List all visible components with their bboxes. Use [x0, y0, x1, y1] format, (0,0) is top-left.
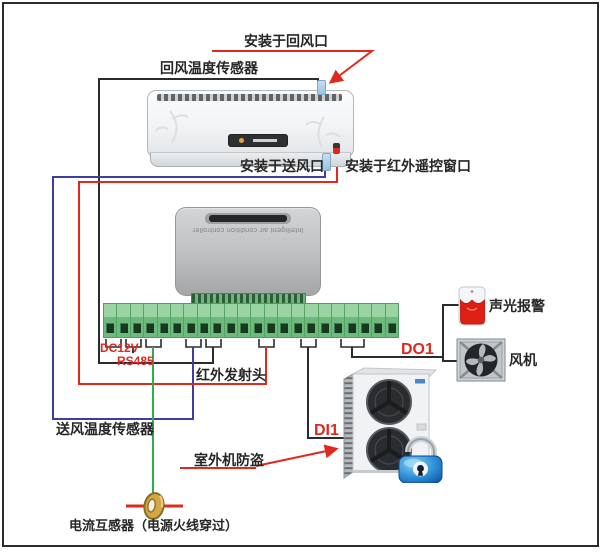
label-sound-light-alarm: 声光报警	[489, 298, 545, 314]
terminal-cell	[130, 304, 145, 337]
ir-emitter-icon	[333, 143, 340, 154]
terminal-cell	[372, 304, 386, 337]
terminal-cell	[331, 304, 346, 337]
terminal-cell	[345, 304, 359, 337]
outdoor-ac-unit	[343, 367, 443, 483]
ac-vent-grille	[157, 94, 342, 101]
padlock-icon	[398, 436, 443, 483]
siren-icon	[458, 286, 486, 326]
return-air-sensor-icon	[317, 80, 326, 95]
terminal-cell	[358, 304, 373, 337]
terminal-cell	[291, 304, 306, 337]
terminal-strip-cells	[103, 303, 399, 338]
label-install-supply-air: 安装于送风口	[240, 158, 324, 174]
terminal-cell	[144, 304, 158, 337]
terminal-cell	[251, 304, 265, 337]
label-do1: DO1	[401, 341, 434, 358]
label-outdoor-anti-theft: 室外机防盗	[194, 452, 264, 468]
terminal-cell	[318, 304, 332, 337]
label-install-ir-window: 安装于红外遥控窗口	[345, 158, 471, 174]
terminal-cell	[104, 304, 118, 337]
terminal-cell	[157, 304, 172, 337]
terminal-cell	[197, 304, 212, 337]
terminal-cell	[184, 304, 198, 337]
label-return-air-temp-sensor: 回风温度传感器	[160, 60, 258, 76]
terminal-cell	[385, 304, 398, 337]
label-ir-emitter: 红外发射头	[196, 367, 266, 383]
indoor-ac-unit	[147, 90, 354, 158]
label-install-return-air: 安装于回风口	[244, 33, 328, 49]
controller-slot	[205, 213, 291, 224]
diagram-border	[2, 2, 599, 547]
label-current-transformer: 电流互感器（电源火线穿过）	[69, 518, 239, 533]
terminal-cell	[224, 304, 239, 337]
terminal-cell	[171, 304, 185, 337]
label-supply-air-temp-sensor: 送风温度传感器	[56, 421, 154, 437]
terminal-cell	[278, 304, 292, 337]
label-fan: 风机	[509, 352, 537, 368]
label-rs485: RS485	[117, 354, 154, 368]
fan-icon	[456, 338, 506, 382]
terminal-cell	[264, 304, 279, 337]
ac-controller: Intelligent air condition controller	[175, 207, 321, 296]
label-di1: DI1	[314, 422, 339, 439]
controller-brand-text: Intelligent air condition controller	[192, 226, 304, 233]
terminal-cell	[238, 304, 252, 337]
terminal-cell	[305, 304, 319, 337]
ac-display-panel	[228, 134, 288, 147]
terminal-cell	[211, 304, 225, 337]
terminal-cell	[117, 304, 131, 337]
